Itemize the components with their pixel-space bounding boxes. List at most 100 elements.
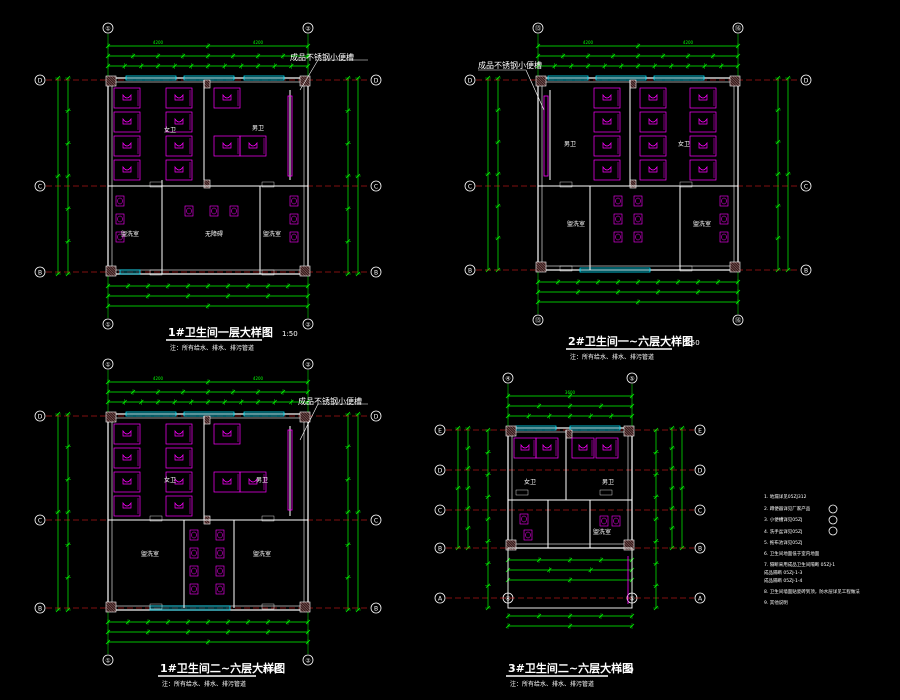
grid-bubble — [464, 264, 476, 276]
hatch-line — [302, 411, 311, 420]
hatch-line — [205, 515, 211, 521]
hatch-line — [203, 418, 210, 425]
leader-line — [525, 69, 545, 111]
legend-item: 8. 卫生间墙面贴瓷砖到顶，防水层详见工程做法 — [764, 588, 860, 595]
hatch-line — [629, 80, 637, 87]
hatch-line — [623, 425, 635, 437]
hatch-line — [105, 265, 117, 277]
grid-bubble — [732, 22, 744, 34]
hatch-line — [307, 265, 311, 269]
toilet-icon — [698, 165, 708, 173]
sink — [115, 231, 125, 243]
hatch-line — [203, 82, 210, 89]
toilet-icon — [174, 501, 184, 509]
hatch-line — [626, 539, 635, 548]
sink-basin — [521, 515, 527, 523]
hatch-line — [307, 601, 311, 605]
hatch-line — [304, 601, 311, 608]
sink — [719, 195, 729, 207]
hatch-line — [623, 544, 630, 551]
toilet-icon — [122, 117, 132, 125]
toilet-stall — [113, 135, 141, 157]
sink — [519, 513, 529, 525]
room-label: 盥洗室 — [567, 220, 585, 228]
sink — [229, 205, 239, 217]
stall-partition — [593, 159, 621, 181]
hatch-line — [508, 539, 517, 548]
room-label: 男卫 — [256, 477, 268, 484]
hatch-line — [302, 265, 311, 274]
title-block-p2: 2#卫生间一~六层大样图 1:50 注：所有给水、排水、排污管道 — [566, 334, 700, 361]
hatch-line — [299, 83, 303, 87]
toilet-icon — [122, 477, 132, 485]
toilet-icon — [602, 117, 612, 125]
hatch-line — [567, 429, 573, 435]
sink-outline — [633, 213, 643, 225]
urinal-trough — [543, 95, 549, 177]
room-label: 女卫 — [164, 476, 176, 484]
hatch-line — [729, 261, 741, 273]
hatch-line — [113, 411, 117, 415]
walls — [535, 75, 741, 273]
plan-scale: 1:50 — [282, 330, 298, 338]
plan-scale: 1:50 — [618, 666, 634, 674]
legend-item: 3. 小便槽详见05ZJ — [764, 516, 802, 523]
hatch-line — [729, 83, 733, 87]
grid-bubble — [434, 464, 446, 476]
grid-bubble — [800, 264, 812, 276]
toilet-stall — [571, 437, 595, 459]
sink — [719, 213, 729, 225]
dimension-text: 3600 — [565, 390, 576, 395]
dimension-text: 4200 — [253, 40, 264, 45]
hatch-line — [734, 261, 741, 268]
plan-title: 1#卫生间二~六层大样图 — [160, 661, 285, 675]
sink — [215, 547, 225, 559]
sink-outline — [289, 213, 299, 225]
inner-wall — [541, 81, 735, 267]
sink — [289, 195, 299, 207]
toilet-stall — [113, 471, 141, 493]
stall-partition — [595, 437, 619, 459]
hatch-line — [299, 268, 308, 277]
grid-label: C — [698, 508, 702, 515]
hatch-line — [513, 539, 517, 543]
grid-label: ① — [105, 26, 110, 33]
title-block-p3: 1#卫生间二~六层大样图 1:50 注：所有给水、排水、排污管道 — [158, 661, 285, 688]
toilet-stall — [639, 87, 667, 109]
grid-bubble — [102, 654, 114, 666]
sink-basin — [117, 233, 123, 241]
hatch-line — [299, 411, 311, 423]
sink — [184, 205, 194, 217]
hatch-line — [299, 265, 311, 277]
stall-partition — [593, 87, 621, 109]
sink-outline — [633, 231, 643, 243]
wall-hatch — [203, 179, 211, 189]
sink-basin — [635, 197, 641, 205]
toilet-icon — [122, 453, 132, 461]
sink-outline — [719, 195, 729, 207]
grid-label: ② — [305, 26, 311, 33]
sink-outline — [519, 513, 529, 525]
grid-bubble — [34, 602, 46, 614]
stall-partition — [639, 159, 667, 181]
grid-bubble — [694, 592, 706, 604]
toilet-icon — [648, 93, 658, 101]
sink-basin — [191, 567, 197, 575]
sink — [633, 213, 643, 225]
hatch-line — [302, 601, 311, 610]
grid-bubble — [302, 358, 314, 370]
grid-bubble — [302, 318, 314, 330]
hatch-line — [208, 515, 211, 518]
title-block-p1: 1#卫生间一层大样图 1:50 注：所有给水、排水、排污管道 — [166, 325, 298, 352]
grid-label: E — [698, 428, 702, 435]
sink — [189, 565, 199, 577]
hatch-line — [535, 264, 544, 273]
sink — [719, 231, 729, 243]
hatch-line — [732, 75, 741, 84]
hatch-line — [299, 416, 306, 423]
sink-basin — [635, 233, 641, 241]
toilet-icon — [174, 429, 184, 437]
toilet-icon — [122, 429, 132, 437]
